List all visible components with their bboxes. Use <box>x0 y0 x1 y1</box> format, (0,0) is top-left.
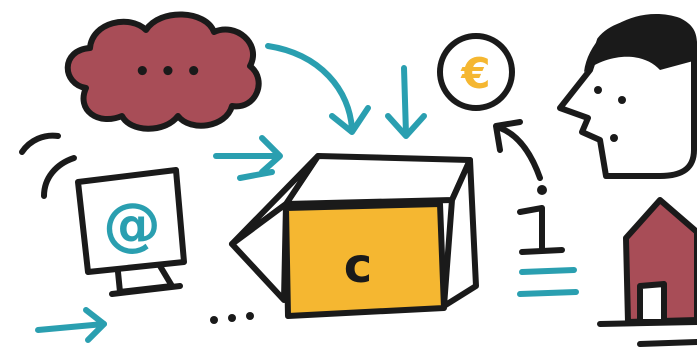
person-face-icon <box>560 14 697 176</box>
arrow-to-coin-icon <box>496 122 540 178</box>
at-symbol: @ <box>103 190 161 258</box>
info-icon <box>520 185 576 294</box>
signal-waves-icon <box>22 136 74 196</box>
cloud-icon: • • • <box>68 14 259 128</box>
arrow-down-icon <box>388 68 424 136</box>
euro-coin-icon: € <box>440 36 512 108</box>
box-letter: c <box>344 238 372 294</box>
cloud-dots-text: • • • <box>134 57 202 87</box>
ellipsis-dots <box>210 312 254 324</box>
arrow-to-box-top-left-icon <box>268 46 368 132</box>
box-icon: c <box>232 156 476 316</box>
arrow-right-box-icon <box>216 138 280 178</box>
house-icon <box>600 200 697 344</box>
euro-symbol: € <box>460 49 490 98</box>
arrow-bottom-left-icon <box>38 310 104 340</box>
monitor-icon: @ <box>78 170 184 294</box>
